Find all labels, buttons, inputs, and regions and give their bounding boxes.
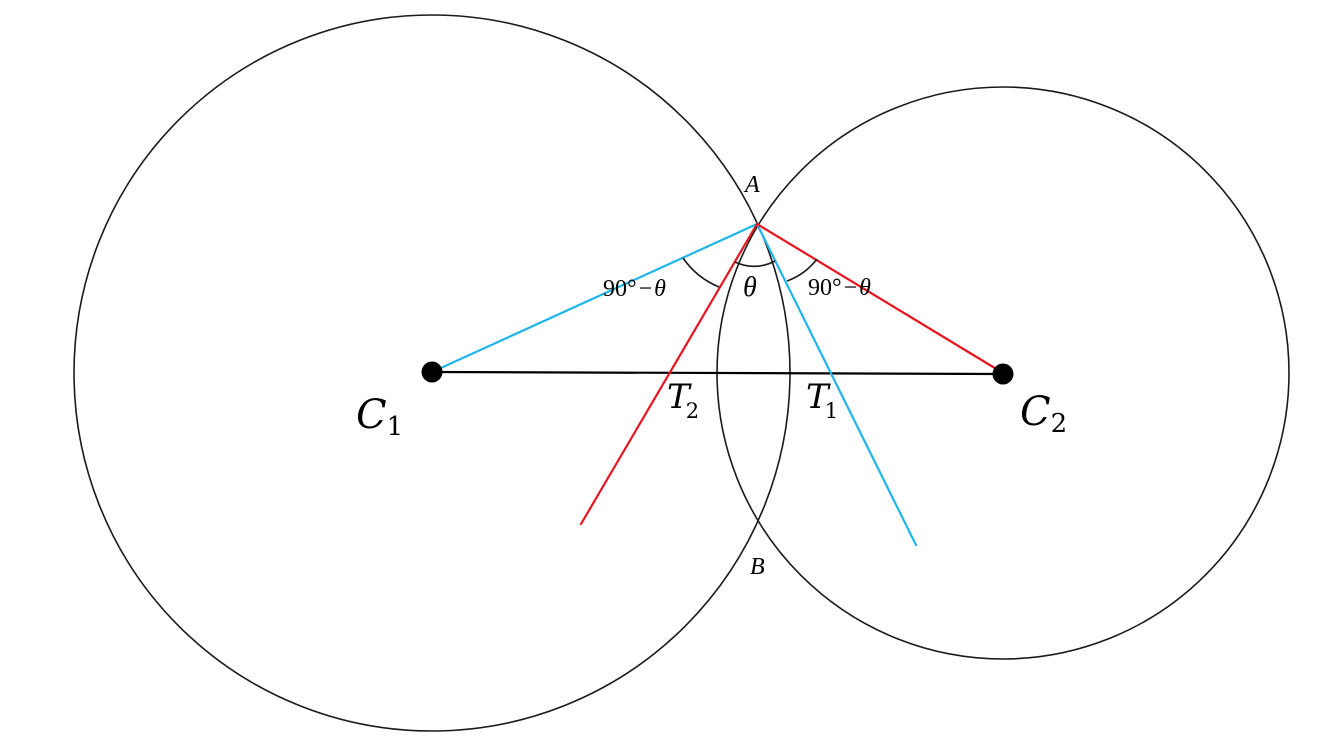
- segment-c1-a: [430, 222, 759, 374]
- segment-a-c2: [755, 222, 1005, 375]
- label-point-b: B: [750, 554, 765, 580]
- line-c1-c2: [431, 370, 1004, 376]
- angle-arc-right: [786, 258, 818, 282]
- label-center-c2: C2: [1020, 389, 1067, 439]
- angle-arc-left: [682, 257, 720, 288]
- label-center-c1: C1: [356, 392, 403, 442]
- angle-arc-middle: [734, 260, 776, 268]
- tangent-line-t2: [579, 222, 759, 526]
- label-tangent-t2: T2: [667, 377, 699, 423]
- label-angle-middle: θ: [743, 272, 757, 303]
- label-angle-right: 90°−θ: [808, 275, 871, 301]
- label-point-a: A: [743, 172, 760, 198]
- label-tangent-t1: T1: [806, 377, 838, 423]
- center-point-c2: [992, 363, 1014, 385]
- label-angle-left: 90°−θ: [603, 276, 666, 302]
- tangent-line-t1: [755, 222, 918, 547]
- center-point-c1: [421, 361, 443, 383]
